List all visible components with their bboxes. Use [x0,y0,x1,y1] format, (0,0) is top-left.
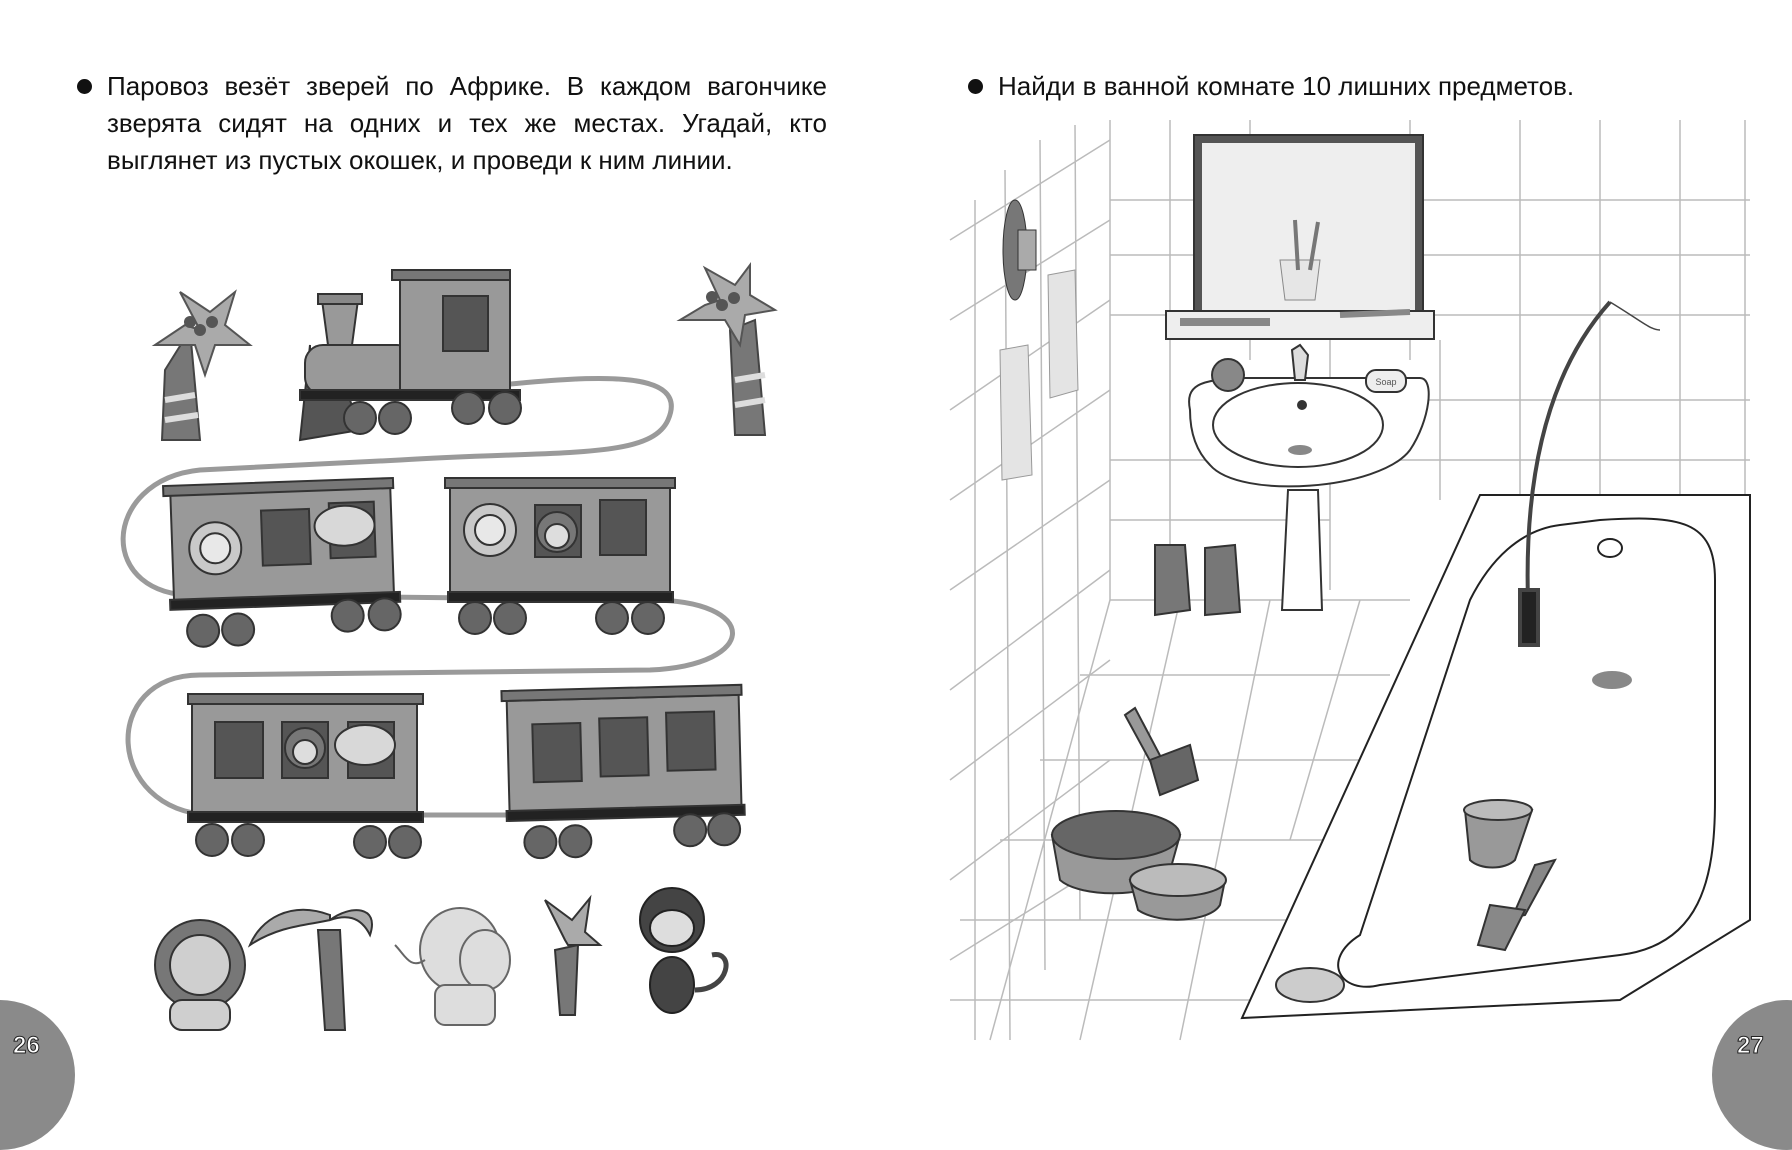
train-track-line [120,375,735,818]
sponge [1275,967,1345,1003]
wagon-3 [187,693,424,859]
page-number-left: 26 [13,1032,41,1060]
page-number-right: 27 [1737,1032,1765,1060]
wagon-2 [444,477,676,635]
elephant-figure [394,907,511,1026]
boots [1154,543,1242,617]
wagon-1 [162,476,402,648]
toy-shovel [1476,858,1557,952]
soap-label: Soap [1375,377,1396,387]
hammer [1123,706,1200,797]
illustrations: Soap [120,120,1751,1041]
locomotive [298,269,522,442]
wagon-4 [500,683,746,860]
task-text-left: Паровоз везёт зверей по Африке. В каждом… [107,71,827,175]
monkey-figure [639,887,729,1014]
hat [1002,199,1037,301]
bathtub [1240,494,1751,1020]
task-text-right: Найди в ванной комнате 10 лишних предмет… [998,71,1575,101]
palm-tree-left [151,289,253,441]
fishing-rod [1518,300,1661,647]
sink [1188,343,1430,611]
task-instruction-left: Паровоз везёт зверей по Африке. В каждом… [77,68,827,179]
palm-tree-small [544,894,603,1016]
lion-figure [154,919,246,1031]
towels [999,269,1079,481]
bullet-icon [77,79,92,94]
palm-tree-right [676,262,778,436]
sand-bucket [1463,799,1534,869]
task-instruction-right: Найди в ванной комнате 10 лишних предмет… [968,68,1718,105]
basins [1050,810,1227,921]
palm-tree-bottom [247,908,373,1031]
mirror [1165,134,1435,340]
bullet-icon [968,79,983,94]
